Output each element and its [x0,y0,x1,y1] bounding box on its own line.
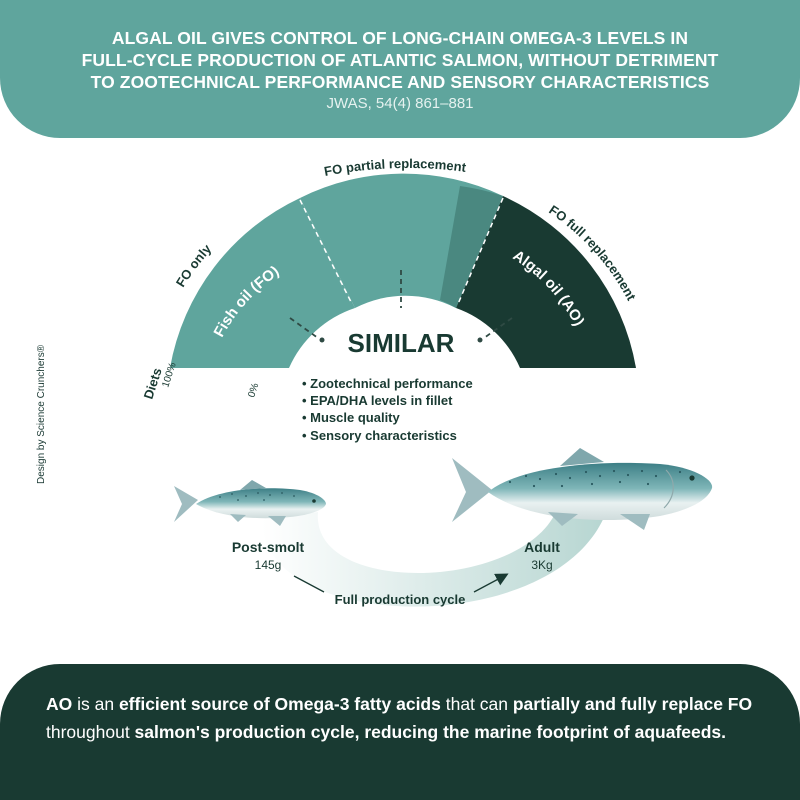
footer-seg-2: is an [72,694,119,714]
adult-fish-icon [452,448,713,530]
page-title: ALGAL OIL GIVES CONTROL OF LONG-CHAIN OM… [40,27,760,93]
post-smolt-fish-icon [174,480,326,526]
separator-right [457,197,504,305]
pointer-left-dot [319,337,325,343]
title-line-1: ALGAL OIL GIVES CONTROL OF LONG-CHAIN OM… [111,28,689,48]
pointer-right [483,317,513,339]
title-line-3: TO ZOOTECHNICAL PERFORMANCE AND SENSORY … [90,72,710,92]
arc-blend-shade [440,186,503,308]
label-100-percent: 100% [160,361,178,389]
post-smolt-label: Post-smolt [232,539,305,555]
arc-segment-fo-only [170,198,355,368]
similar-bullet-2: • EPA/DHA levels in fillet [302,393,453,408]
footer-banner: AO is an efficient source of Omega-3 fat… [0,664,800,800]
pointer-right-dot [477,337,483,343]
cycle-arrow-right [473,573,509,593]
separator-left [299,199,353,305]
cycle-arrow-left [293,575,325,593]
production-cycle-band [262,490,612,607]
adult-label: Adult [524,539,560,555]
pointer-left [289,317,319,339]
footer-seg-4: that can [440,694,513,714]
footer-seg-5: partially and fully replace FO [512,694,753,714]
cycle-caption: Full production cycle [335,592,466,607]
label-0-percent: 0% [246,382,261,399]
footer-seg-6: throughout [46,722,135,742]
footer-summary: AO is an efficient source of Omega-3 fat… [46,690,766,746]
similar-bullet-3: • Muscle quality [302,410,401,425]
header-banner: ALGAL OIL GIVES CONTROL OF LONG-CHAIN OM… [0,0,800,138]
similar-bullet-4: • Sensory characteristics [302,428,457,443]
footer-seg-7: salmon's production cycle, reducing the … [134,722,727,742]
title-line-2: FULL-CYCLE PRODUCTION OF ATLANTIC SALMON… [81,50,719,70]
adult-weight: 3Kg [531,558,552,572]
footer-seg-3: efficient source of Omega-3 fatty acids [118,694,441,714]
similar-heading: SIMILAR [348,328,455,358]
citation: JWAS, 54(4) 861–881 [326,95,474,112]
similar-bullet-1: • Zootechnical performance [302,376,473,391]
post-smolt-weight: 145g [255,558,282,572]
footer-seg-1: AO [46,694,73,714]
